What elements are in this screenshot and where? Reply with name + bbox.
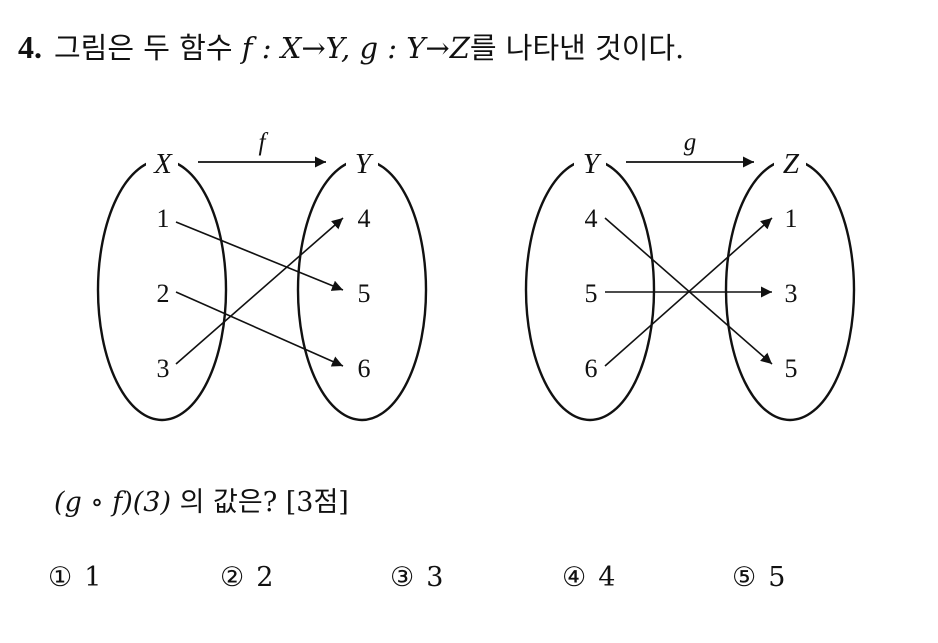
set-y2-label: Y	[583, 148, 602, 180]
header-f-mapping: f : X→Y,	[241, 31, 351, 65]
x-element-1: 1	[157, 204, 170, 233]
choice-4-value: 4	[598, 562, 616, 593]
y-element-4: 4	[358, 204, 371, 233]
z-element-5: 5	[785, 354, 798, 383]
choice-5-value: 5	[768, 562, 786, 593]
f-mapping-arrow-3-to-4	[175, 217, 344, 365]
set-x-label: X	[153, 148, 173, 180]
y2-element-4: 4	[585, 204, 598, 233]
g-mapping-arrow-6-to-1	[604, 217, 773, 367]
choice-1-mark: ①	[48, 562, 73, 593]
set-z-label-bg	[774, 151, 806, 177]
x-element-3: 3	[157, 354, 170, 383]
y-element-5: 5	[358, 279, 371, 308]
header-text-after: 를 나타낸 것이다.	[469, 31, 685, 65]
header-text-before: 그림은 두 함수	[54, 31, 233, 65]
diagram-g: Y Z g 4 5 6 1 3 5	[524, 129, 856, 422]
question: (g ∘ f)(3) 의 값은? [3점]	[54, 480, 349, 519]
z-element-1: 1	[785, 204, 798, 233]
f-mapping-arrow-2-to-6	[175, 291, 344, 367]
set-z-label: Z	[783, 148, 800, 180]
problem-header: 4. 그림은 두 함수 f : X→Y, g : Y→Z를 나타낸 것이다.	[18, 28, 684, 66]
choice-2-value: 2	[256, 562, 274, 593]
diagram-f: X Y f 1 2 3 4 5 6	[96, 129, 428, 422]
problem-number: 4.	[18, 29, 42, 65]
set-x-label-bg	[146, 151, 178, 177]
choice-3-value: 3	[426, 562, 444, 593]
y2-element-5: 5	[585, 279, 598, 308]
choice-2-mark: ②	[220, 562, 245, 593]
choice-4-mark: ④	[562, 562, 587, 593]
question-expression: (g ∘ f)(3)	[54, 487, 171, 518]
question-text: 의 값은? [3점]	[179, 487, 349, 518]
header-g-mapping: g : Y→Z	[359, 31, 470, 65]
f-function-label: f	[259, 129, 269, 156]
z-element-3: 3	[785, 279, 798, 308]
set-y2-label-bg	[574, 151, 606, 177]
y2-element-6: 6	[585, 354, 598, 383]
f-mapping-arrow-1-to-5	[175, 221, 344, 291]
set-y-label-bg	[346, 151, 378, 177]
choice-3-mark: ③	[390, 562, 415, 593]
set-y-label: Y	[355, 148, 374, 180]
x-element-2: 2	[157, 279, 170, 308]
g-function-label: g	[684, 129, 697, 156]
choice-5-mark: ⑤	[732, 562, 757, 593]
y-element-6: 6	[358, 354, 371, 383]
choice-1-value: 1	[84, 562, 102, 593]
